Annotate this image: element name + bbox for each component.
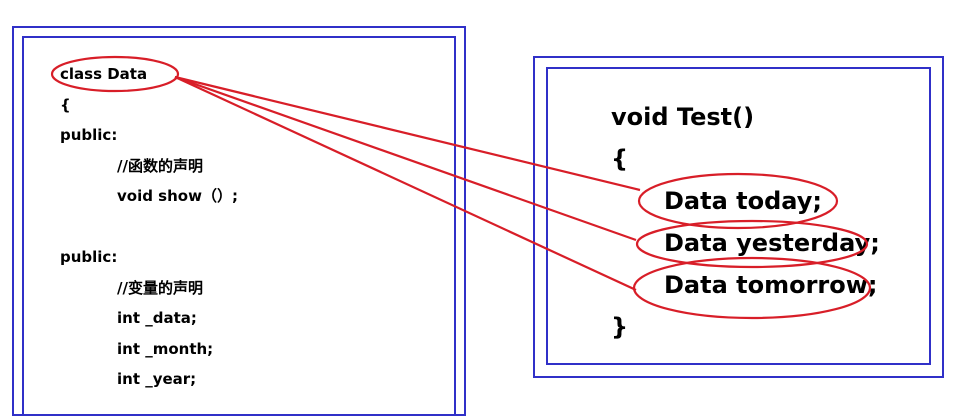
public-specifier-line-2: public: <box>60 248 118 266</box>
member-year-line: int _year; <box>117 370 197 388</box>
variable-comment-line: //变量的声明 <box>117 279 203 297</box>
class-data-highlight-ellipse <box>50 55 180 93</box>
test-panel-inner-frame <box>546 67 931 365</box>
public-specifier-line: public: <box>60 126 118 144</box>
open-brace-line: { <box>60 96 71 114</box>
object-today-line: Data today; <box>664 187 822 215</box>
function-comment-line: //函数的声明 <box>117 157 203 175</box>
connector-line-yesterday <box>174 75 637 242</box>
yesterday-highlight-ellipse <box>635 219 869 269</box>
today-highlight-ellipse <box>637 172 839 230</box>
class-declaration-line: class Data <box>60 65 148 83</box>
connector-line-tomorrow <box>174 76 637 291</box>
show-declaration-line: void show（）; <box>117 187 238 205</box>
test-signature-line: void Test() <box>611 103 755 131</box>
test-close-brace-line: } <box>611 313 629 341</box>
test-panel-outer-frame <box>533 56 944 378</box>
connector-line-today <box>174 75 641 192</box>
object-tomorrow-line: Data tomorrow; <box>664 271 878 299</box>
connector-diagram <box>50 55 872 320</box>
test-open-brace-line: { <box>611 145 629 173</box>
member-month-line: int _month; <box>117 340 214 358</box>
member-data-line: int _data; <box>117 309 197 327</box>
